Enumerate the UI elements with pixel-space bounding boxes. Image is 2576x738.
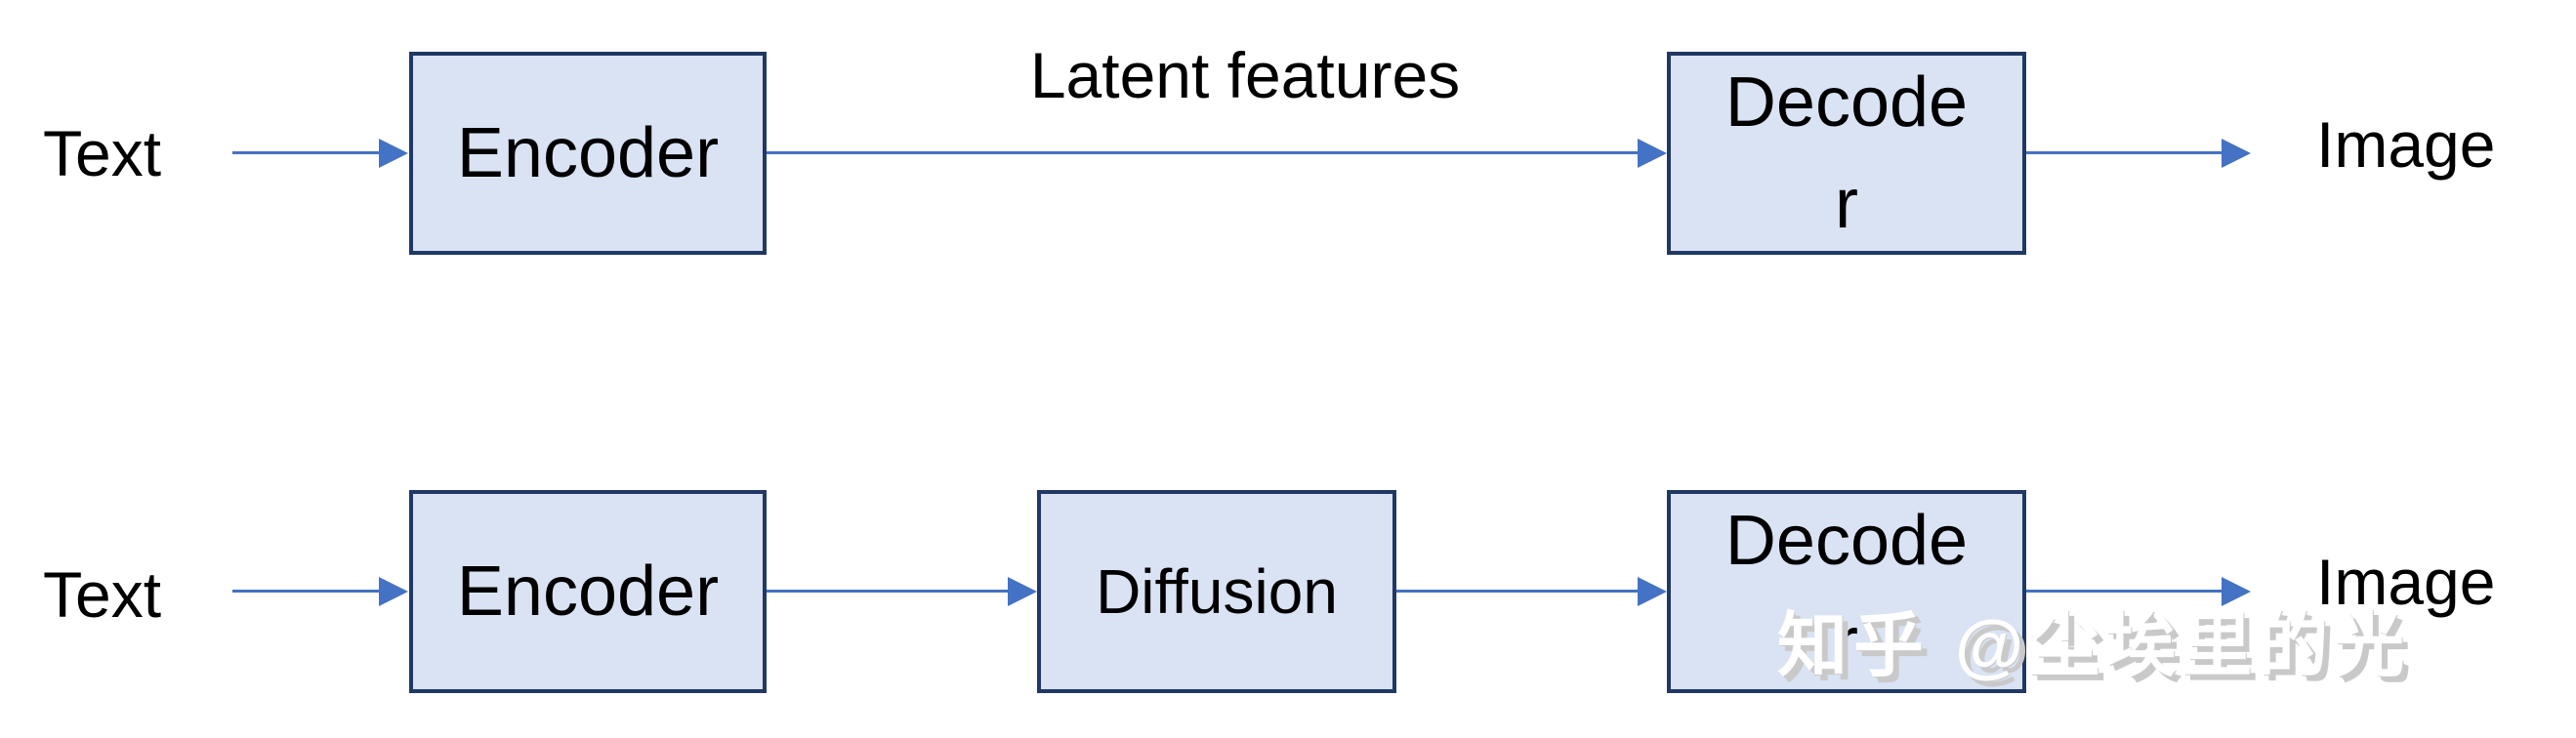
zhihu-watermark: 知乎 @尘埃里的光 (1777, 607, 2411, 685)
arrowhead-icon (379, 139, 408, 168)
arrow-line (232, 151, 381, 154)
arrow-line (2026, 590, 2223, 593)
arrow-line (767, 590, 1010, 593)
row1-encoder-label: Encoder (456, 113, 720, 192)
arrow-line (1396, 590, 1640, 593)
row2-diffusion-label: Diffusion (1096, 555, 1338, 627)
arrowhead-icon (379, 577, 408, 606)
row2-decoder-box: Decode r (1667, 490, 2026, 693)
arrow-line (232, 590, 381, 593)
row1-input-label: Text (43, 117, 162, 189)
row2-input-label: Text (43, 558, 162, 631)
row1-output-label: Image (2316, 108, 2496, 181)
row2-decoder-label: Decode r (1724, 501, 1969, 681)
arrowhead-icon (1638, 577, 1667, 606)
arrow-line (2026, 151, 2223, 154)
row2-encoder-box: Encoder (409, 490, 767, 693)
arrow-line (767, 151, 1640, 154)
row2-output-label: Image (2316, 546, 2496, 618)
row1-encoder-box: Encoder (409, 52, 767, 255)
arrowhead-icon (1008, 577, 1037, 606)
row1-decoder-box: Decode r (1667, 52, 2026, 255)
row2-encoder-label: Encoder (456, 552, 720, 631)
row1-decoder-label: Decode r (1724, 62, 1969, 243)
arrowhead-icon (1638, 139, 1667, 168)
row2-diffusion-box: Diffusion (1037, 490, 1396, 693)
row1-latent-features-label: Latent features (1029, 39, 1461, 111)
arrowhead-icon (2222, 577, 2251, 606)
arrowhead-icon (2222, 139, 2251, 168)
